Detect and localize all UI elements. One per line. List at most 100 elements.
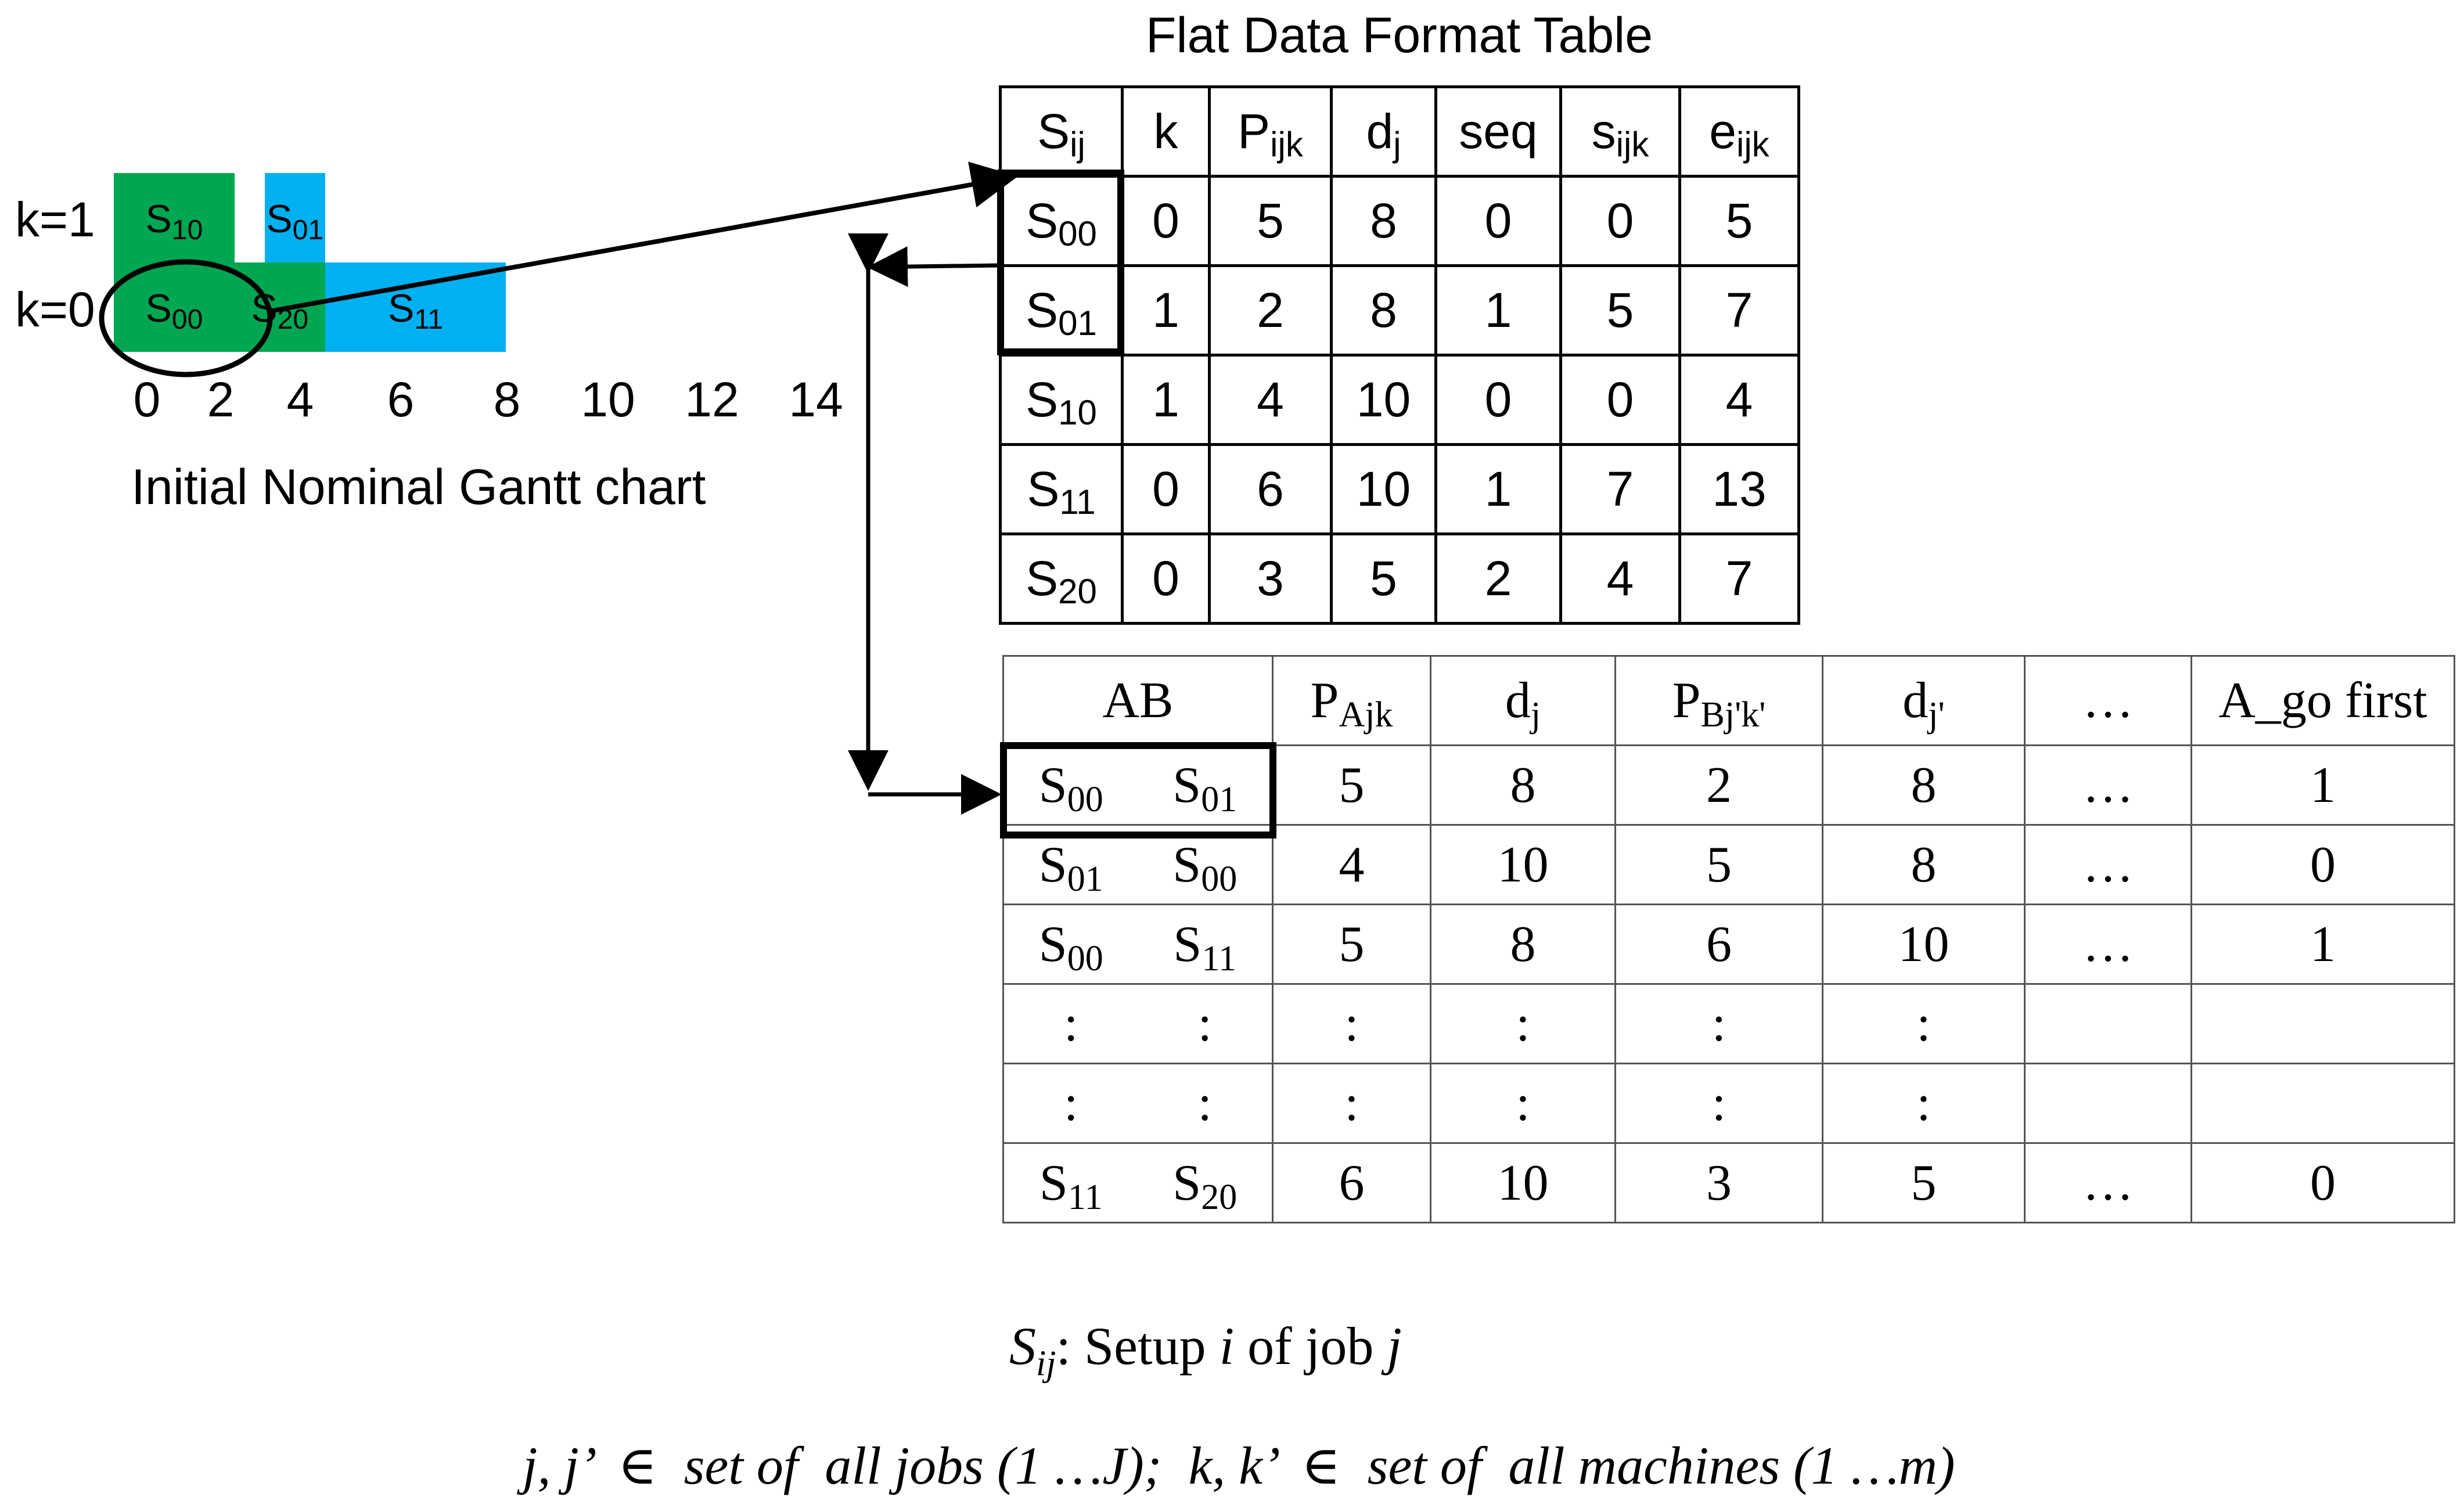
pair-cell-b: S11 [1138,904,1274,985]
text-main: P [1238,104,1271,159]
pair-cell-dots: … [2024,824,2192,905]
text-main: k [1153,104,1178,159]
pair-cell-a: : [1002,1063,1138,1144]
flat-header-cell: Sij [999,85,1124,178]
text-subscript: 01 [1067,859,1103,899]
flat-cell-setup: S00 [999,175,1124,267]
pair-cell-first: 0 [2190,824,2455,905]
text-main: S [1038,836,1067,893]
text-main: S [1026,283,1059,337]
flat-cell-s: 7 [1559,443,1681,535]
legend-symbol-sub: ij [1036,1344,1056,1384]
legend-j: j [1387,1316,1402,1376]
tick-label: 12 [685,372,739,427]
text-main: S [145,286,172,330]
text-main: … [2082,672,2134,729]
pair-cell-dj: 10 [1430,1142,1616,1223]
pair-cell-a: S01 [1002,824,1138,905]
text-main: d [1366,104,1394,159]
pair-cell-dots: … [2024,1142,2192,1223]
pair-cell-pb: 2 [1614,744,1823,826]
text-main: S [1026,551,1059,606]
text-main: S [1027,462,1060,516]
text-subscript: ijk [1270,125,1303,164]
text-main: S [387,286,415,330]
gantt-title: Initial Nominal Gantt chart [131,459,706,515]
legend-text-a: : Setup [1056,1316,1220,1376]
flat-cell-p: 3 [1208,532,1333,625]
flat-cell-e: 7 [1678,532,1800,625]
flat-header-cell: dj [1330,85,1437,178]
pair-cell-b: S20 [1138,1142,1274,1223]
text-main: S [145,197,172,241]
flat-cell-s: 0 [1559,354,1681,446]
flat-cell-d: 8 [1330,175,1437,267]
pair-cell-djp: : [1822,1063,2026,1144]
flat-cell-p: 6 [1208,443,1333,535]
pair-cell-dj: 8 [1430,744,1616,826]
flat-cell-seq: 1 [1434,264,1562,357]
flat-cell-seq: 0 [1434,354,1562,446]
pair-cell-first: 1 [2190,904,2455,985]
pair-cell-b: : [1138,1063,1274,1144]
pair-cell-pa: 4 [1272,824,1431,905]
flat-cell-setup: S01 [999,264,1124,357]
flat-cell-e: 4 [1678,354,1800,446]
legend-text-b: of job [1234,1316,1387,1376]
pair-cell-b: S01 [1138,744,1274,826]
text-subscript: 01 [1201,779,1238,819]
flat-table-title: Flat Data Format Table [1146,8,1653,63]
pair-cell-pb: 6 [1614,904,1823,985]
pair-cell-a: : [1002,983,1138,1064]
pair-header-cell: AB [1002,655,1274,746]
text-main: S [1173,916,1202,973]
pair-cell-b: S00 [1138,824,1274,905]
pair-cell-dots [2024,1063,2192,1144]
pair-cell-first: 0 [2190,1142,2455,1223]
text-subscript: j [1393,125,1401,164]
gantt-bar-label: S20 [235,286,325,334]
text-subscript: 20 [1058,572,1097,611]
flat-cell-d: 10 [1330,354,1437,446]
flat-cell-s: 5 [1559,264,1681,357]
text-subscript: 11 [1202,938,1237,978]
text-subscript: 20 [277,304,309,335]
text-subscript: 11 [1067,1177,1103,1217]
text-main: : [1064,1075,1078,1132]
pair-cell-dj: : [1430,983,1616,1064]
flat-header-cell: sijk [1559,85,1681,178]
text-subscript: 10 [1058,393,1097,432]
text-subscript: 00 [1201,859,1238,899]
flat-cell-e: 5 [1678,175,1800,267]
text-main: seq [1459,104,1538,159]
pair-cell-first [2190,983,2455,1064]
pair-cell-djp: 5 [1822,1142,2026,1223]
flat-cell-k: 0 [1121,443,1211,535]
text-subscript: j' [1928,695,1945,735]
pair-cell-dj: : [1430,1063,1616,1144]
pair-cell-b: : [1138,983,1274,1064]
pair-row: :::::: [1002,983,2455,1064]
legend-i: i [1219,1316,1235,1376]
flat-cell-p: 4 [1208,354,1333,446]
text-main: S [1038,757,1067,814]
pair-cell-pb: : [1614,1063,1823,1144]
pair-cell-a: S00 [1002,744,1138,826]
text-main: S [1026,193,1059,248]
flat-cell-seq: 0 [1434,175,1562,267]
pair-header-cell: dj [1430,655,1616,746]
pair-cell-pa: : [1272,983,1431,1064]
text-main: S [1172,757,1202,814]
flat-cell-setup: S11 [999,443,1124,535]
pair-cell-a: S00 [1002,904,1138,985]
pair-row: :::::: [1002,1063,2455,1144]
gantt-row-label-k1: k=1 [15,192,95,247]
text-subscript: 11 [414,304,444,335]
tick-label: 8 [493,372,521,427]
gantt-bar-label: S11 [325,286,506,334]
